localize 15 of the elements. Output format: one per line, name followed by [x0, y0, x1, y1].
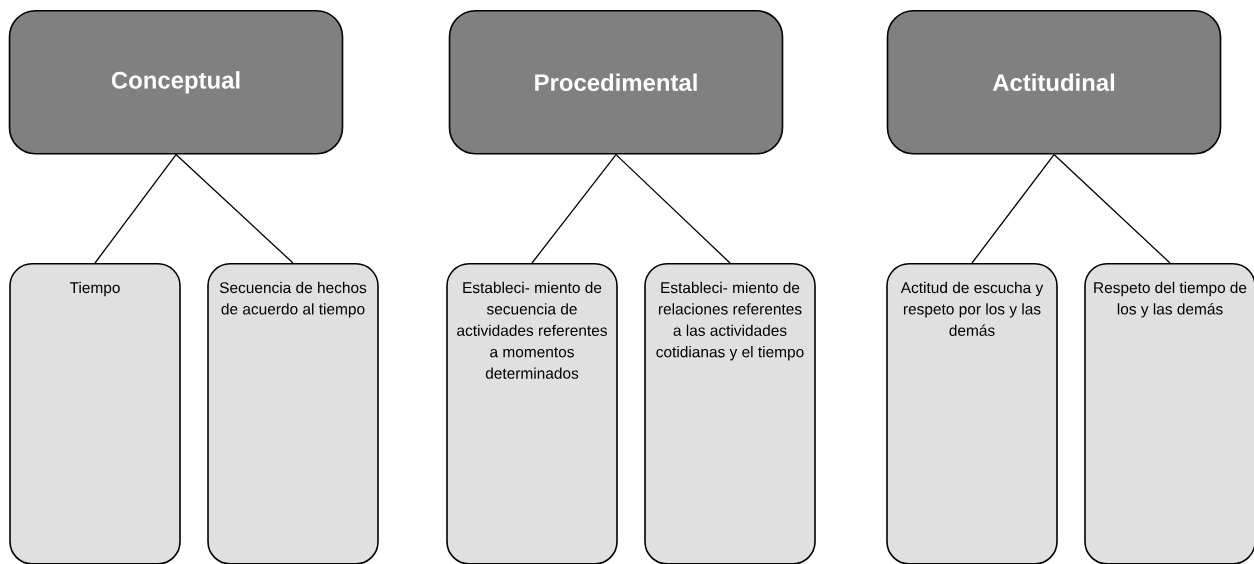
connector-line — [971, 153, 1055, 264]
connector-line — [615, 153, 731, 264]
connector-line — [1053, 153, 1171, 264]
content-box: Estableci- miento de secuencia de actividades referentes a momentos determinados — [446, 263, 618, 564]
connector-line — [175, 153, 294, 264]
content-box: Secuencia de hechos de acuerdo al tiempo — [207, 263, 379, 564]
content-box: Actitud de escucha y respeto por los y las demás — [886, 263, 1058, 564]
content-box: Respeto del tiempo de los y las demás — [1084, 263, 1254, 564]
category-box: Conceptual — [8, 10, 344, 155]
connector-line — [94, 153, 177, 264]
category-box: Actitudinal — [886, 10, 1222, 155]
content-box: Tiempo — [9, 263, 181, 564]
content-box: Estableci- miento de relaciones referentes a las actividades cotidianas y el tiempo — [644, 263, 816, 564]
category-box: Procedimental — [448, 10, 784, 155]
connector-line — [531, 153, 617, 264]
